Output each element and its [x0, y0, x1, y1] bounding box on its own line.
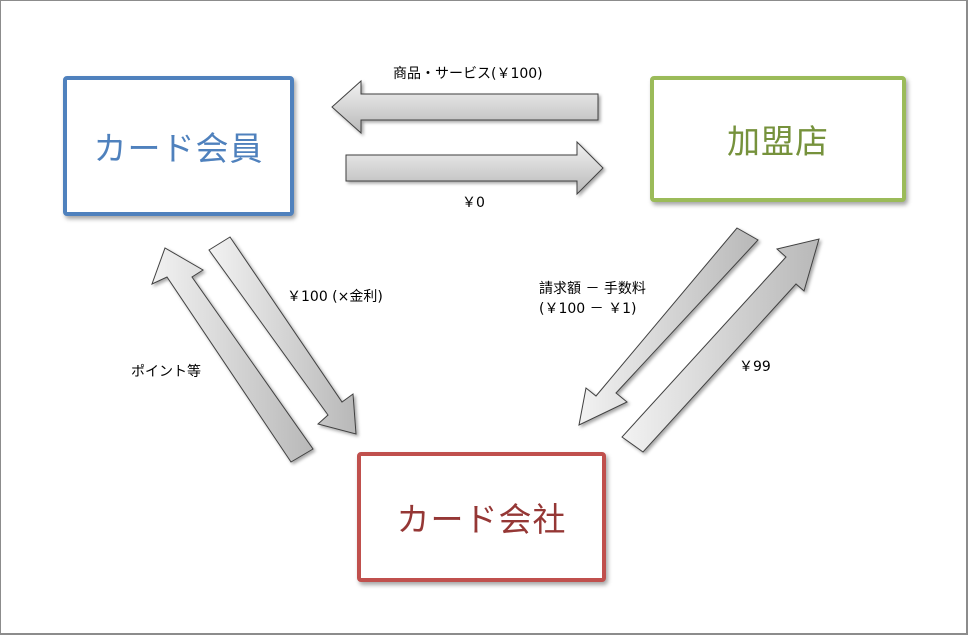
arrow-points: [151, 247, 314, 463]
edge-label-payout: ￥99: [739, 359, 771, 375]
card-company-label: カード会社: [396, 500, 567, 539]
edge-label-billing-line2: (￥100 － ￥1): [539, 301, 637, 317]
card-member-node: カード会員: [63, 76, 294, 216]
arrow-payment-zero: [345, 140, 604, 196]
merchant-label: 加盟店: [727, 122, 829, 161]
edge-label-member-to-company: ￥100 (×金利): [287, 289, 383, 305]
edge-label-billing-line1: 請求額 － 手数料: [539, 281, 646, 297]
arrow-billing: [578, 227, 759, 426]
edge-label-goods: 商品・サービス(￥100): [393, 66, 543, 82]
merchant-node: 加盟店: [650, 76, 906, 202]
card-company-node: カード会社: [357, 452, 606, 582]
card-member-label: カード会員: [93, 129, 264, 168]
arrow-payout: [621, 238, 820, 453]
edge-label-payment-zero: ￥0: [462, 195, 485, 211]
edge-label-points: ポイント等: [131, 364, 201, 380]
arrow-member-to-company: [208, 236, 357, 435]
arrow-goods: [331, 79, 599, 135]
